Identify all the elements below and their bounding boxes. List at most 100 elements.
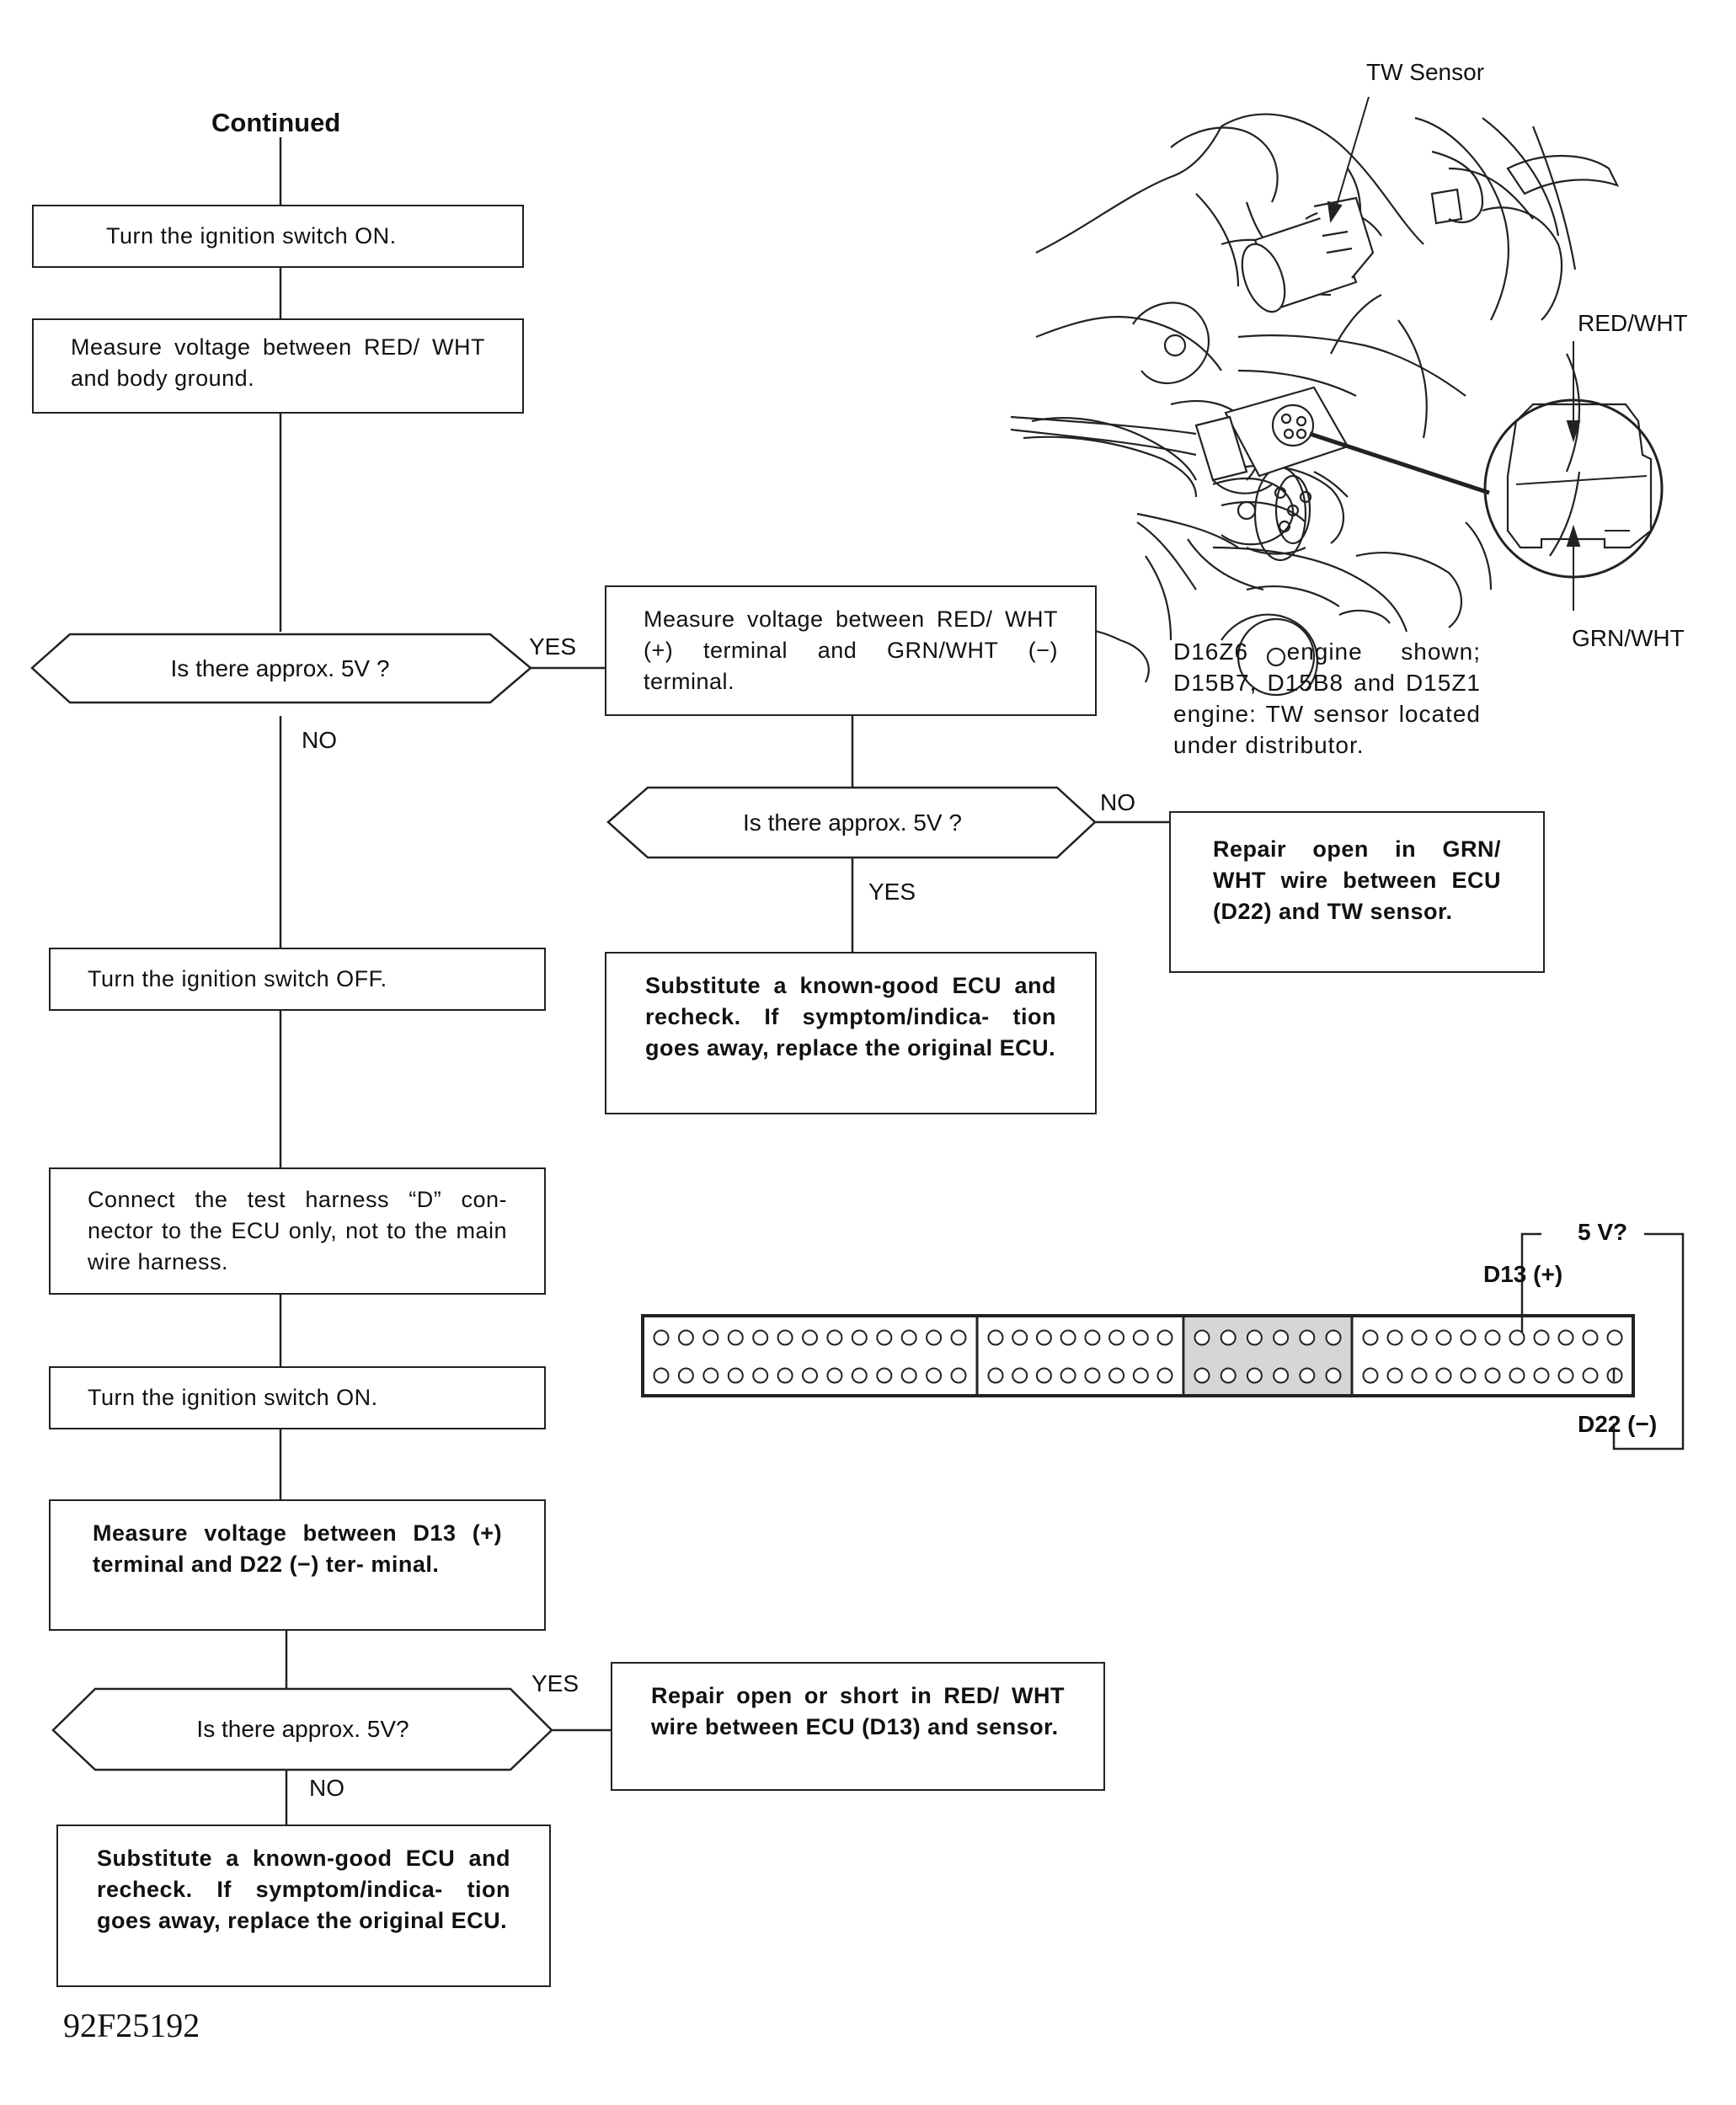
connector-pin xyxy=(1325,1367,1342,1384)
connector-pin xyxy=(653,1329,670,1346)
connector-face-detail xyxy=(1309,398,1664,579)
connector-pin xyxy=(1509,1367,1525,1384)
connector-pin xyxy=(1484,1329,1501,1346)
connector-pin xyxy=(1533,1367,1550,1384)
d22-label: D22 (−) xyxy=(1578,1411,1658,1437)
connector-pin xyxy=(851,1329,868,1346)
connector-pin xyxy=(851,1367,868,1384)
connector-pin xyxy=(727,1329,744,1346)
connector-pin xyxy=(1557,1329,1574,1346)
connector-pin xyxy=(1273,1367,1290,1384)
step-ignition-off-text: Turn the ignition switch OFF. xyxy=(88,966,387,991)
connector-pin xyxy=(1582,1367,1599,1384)
connector-pin xyxy=(1132,1329,1149,1346)
step-substitute-ecu-2: Substitute a known-good ECU and recheck.… xyxy=(56,1825,551,1987)
step-substitute-ecu-1: Substitute a known-good ECU and recheck.… xyxy=(605,952,1097,1114)
connector-pin xyxy=(1299,1367,1316,1384)
step-repair-red-wht: Repair open or short in RED/ WHT wire be… xyxy=(611,1662,1105,1791)
connector-pin xyxy=(702,1329,719,1346)
connector-pin xyxy=(1606,1329,1623,1346)
step-repair-grn-wht-text: Repair open in GRN/ WHT wire between ECU… xyxy=(1213,836,1501,924)
connector-pin xyxy=(1386,1329,1403,1346)
q3-no-label: NO xyxy=(309,1775,345,1801)
step-repair-red-wht-text: Repair open or short in RED/ WHT wire be… xyxy=(651,1683,1065,1739)
step-ignition-on-2: Turn the ignition switch ON. xyxy=(49,1366,546,1429)
connector-pin xyxy=(752,1367,769,1384)
connector-pin xyxy=(1220,1329,1237,1346)
step-measure-red-wht-ground: Measure voltage between RED/ WHT and bod… xyxy=(32,318,524,414)
q2-no-label: NO xyxy=(1100,789,1135,815)
connector-pin xyxy=(1386,1367,1403,1384)
connector-pin xyxy=(1435,1329,1452,1346)
d13-label: D13 (+) xyxy=(1483,1261,1563,1287)
connector-pin xyxy=(1012,1329,1028,1346)
connector-pin xyxy=(1325,1329,1342,1346)
connector-pin xyxy=(950,1329,967,1346)
connector-pin xyxy=(926,1367,943,1384)
step-measure-red-wht-ground-text: Measure voltage between RED/ WHT and bod… xyxy=(71,334,485,391)
connector-pin xyxy=(777,1329,793,1346)
ecu-connector xyxy=(641,1314,1635,1397)
step-measure-d13-d22: Measure voltage between D13 (+) terminal… xyxy=(49,1499,546,1631)
connector-pin xyxy=(1246,1367,1263,1384)
connector-pin xyxy=(1060,1329,1076,1346)
connector-pin xyxy=(1194,1367,1210,1384)
connector-pin xyxy=(1533,1329,1550,1346)
step-measure-red-grn-text: Measure voltage between RED/ WHT (+) ter… xyxy=(644,606,1058,694)
step-repair-grn-wht: Repair open in GRN/ WHT wire between ECU… xyxy=(1169,811,1545,973)
figure-number: 92F25192 xyxy=(63,2006,200,2044)
connector-pin xyxy=(1156,1329,1173,1346)
connector-pin xyxy=(1060,1367,1076,1384)
step-measure-d13-d22-text: Measure voltage between D13 (+) terminal… xyxy=(93,1520,502,1577)
voltage-label: 5 V? xyxy=(1578,1219,1628,1245)
connector-pin xyxy=(1299,1329,1316,1346)
connector-pin xyxy=(1132,1367,1149,1384)
step-ignition-on-text: Turn the ignition switch ON. xyxy=(106,223,397,248)
red-wht-label: RED/WHT xyxy=(1578,310,1688,336)
decision-5v-2: Is there approx. 5V ? xyxy=(743,809,962,836)
connector-pin xyxy=(1035,1367,1052,1384)
connector-pin xyxy=(926,1329,943,1346)
decision-shape-2 xyxy=(606,786,1097,859)
connector-pin xyxy=(1557,1367,1574,1384)
sensor-body xyxy=(1241,196,1375,313)
connector-pin xyxy=(1273,1329,1290,1346)
measure-leads xyxy=(1520,1232,1685,1451)
connector-pin xyxy=(900,1367,917,1384)
q1-yes-label: YES xyxy=(529,633,577,660)
connector-pin xyxy=(1220,1367,1237,1384)
shaded-pin-section xyxy=(1185,1317,1351,1394)
decision-5v-3: Is there approx. 5V? xyxy=(196,1716,409,1742)
connector-pin xyxy=(900,1329,917,1346)
engine-note: D16Z6 engine shown; D15B7, D15B8 and D15… xyxy=(1173,638,1481,758)
tw-sensor-label: TW Sensor xyxy=(1366,59,1485,85)
connector-pin xyxy=(826,1367,843,1384)
q1-no-label: NO xyxy=(302,727,337,753)
step-ignition-on-2-text: Turn the ignition switch ON. xyxy=(88,1385,378,1410)
connector-pin xyxy=(1582,1329,1599,1346)
connector-pin xyxy=(777,1367,793,1384)
continued-heading: Continued xyxy=(211,108,341,137)
step-substitute-ecu-1-text: Substitute a known-good ECU and recheck.… xyxy=(645,973,1056,1061)
connector-pin xyxy=(1108,1329,1125,1346)
connector-pin xyxy=(1084,1367,1101,1384)
connector-pin xyxy=(802,1329,818,1346)
step-substitute-ecu-2-text: Substitute a known-good ECU and recheck.… xyxy=(97,1846,510,1933)
decision-shape-1 xyxy=(30,633,532,704)
connector-pin xyxy=(876,1329,893,1346)
harness-connector xyxy=(1010,386,1349,498)
q3-yes-label: YES xyxy=(531,1670,580,1696)
step-connect-harness: Connect the test harness “D” con- nector… xyxy=(49,1167,546,1295)
grn-wht-label: GRN/WHT xyxy=(1572,625,1685,651)
connector-pin xyxy=(1108,1367,1125,1384)
connector-pin xyxy=(987,1367,1004,1384)
step-connect-harness-text: Connect the test harness “D” con- nector… xyxy=(88,1187,507,1274)
connector-pin xyxy=(987,1329,1004,1346)
connector-pin xyxy=(752,1329,769,1346)
connector-pin xyxy=(1012,1367,1028,1384)
decision-shape-3 xyxy=(51,1687,553,1771)
connector-pin xyxy=(1194,1329,1210,1346)
connector-pin xyxy=(1362,1367,1379,1384)
decision-5v-1: Is there approx. 5V ? xyxy=(170,654,390,681)
